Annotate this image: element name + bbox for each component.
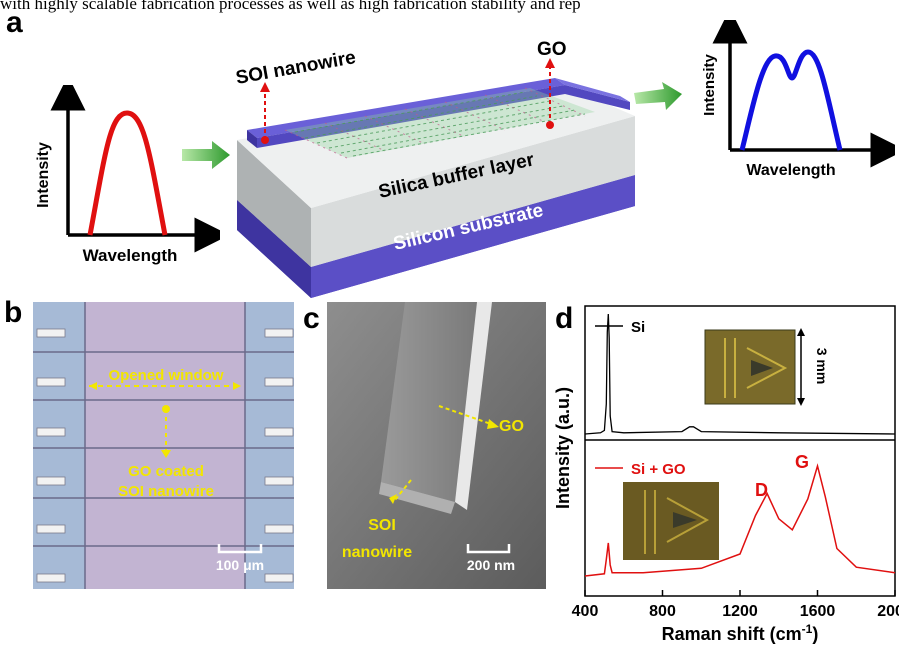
input-x-label: Wavelength <box>83 246 178 265</box>
scale-bar-c <box>466 544 511 554</box>
input-y-label: Intensity <box>35 142 52 208</box>
raman-y-label: Intensity (a.u.) <box>555 387 573 509</box>
output-spectrum-curve <box>739 49 843 151</box>
input-spectrum-plot: Intensity Wavelength <box>35 85 220 265</box>
buffer-side <box>237 140 311 267</box>
raman-x-ticks: 400 800 1200 1600 2000 <box>572 590 899 620</box>
go-film <box>284 87 595 159</box>
soi-label-c-1: SOI <box>368 517 396 534</box>
opened-window-region <box>85 302 245 589</box>
x-tick-label: 1600 <box>800 603 836 620</box>
legend-sigo-label: Si + GO <box>631 461 686 478</box>
panel-b-micrograph: Opened window GO coated SOI nanowire 100… <box>33 302 294 589</box>
input-arrow-icon <box>182 141 230 169</box>
peak-g-label: G <box>795 452 809 472</box>
scale-label-b: 100 μm <box>216 557 264 573</box>
grating-couplers <box>36 328 294 583</box>
go-label-c: GO <box>499 418 524 435</box>
output-y-label: Intensity <box>701 54 718 116</box>
series-sigo-line <box>584 463 896 577</box>
soi-nanowire-label: SOI nanowire <box>234 47 357 89</box>
nanowire-ridge <box>381 302 477 502</box>
panel-c-sem-image: GO SOI nanowire 200 nm <box>327 302 546 589</box>
caption-fragment: with highly scalable fabrication process… <box>0 0 581 13</box>
x-tick-label: 2000 <box>877 603 899 620</box>
scale-label-c: 200 nm <box>467 557 515 573</box>
panel-c-label: c <box>303 302 320 335</box>
peak-d-label: D <box>755 480 768 500</box>
output-arrow-icon <box>634 82 682 110</box>
go-coated-label-2: SOI nanowire <box>118 483 214 500</box>
output-x-label: Wavelength <box>746 162 835 179</box>
scale-bar-b <box>217 544 263 554</box>
x-tick-label: 1200 <box>722 603 758 620</box>
x-tick-label: 400 <box>572 603 599 620</box>
output-spectrum-plot: Intensity Wavelength <box>701 20 895 179</box>
inset-chip-photo-top <box>704 329 796 405</box>
buffer-front <box>311 116 635 267</box>
soi-waveguide <box>247 78 565 138</box>
inset-scale-label: 3 mm <box>814 348 830 385</box>
buffer-top <box>237 82 635 208</box>
raman-x-label: Raman shift (cm-1) <box>662 622 819 644</box>
device-schematic: SOI nanowire GO Silica buffer layer Sili… <box>234 39 635 298</box>
inset-chip-photo-bottom <box>623 482 719 560</box>
go-label: GO <box>537 39 567 60</box>
input-spectrum-curve <box>87 110 168 236</box>
soi-label-c-2: nanowire <box>342 544 412 561</box>
series-si-line <box>584 313 896 435</box>
raman-chart: Intensity (a.u.) 400 800 1200 1600 2000 Rama… <box>555 305 899 644</box>
panel-d-label: d <box>555 302 574 335</box>
panel-a-label: a <box>6 6 23 39</box>
opened-window-label: Opened window <box>109 367 224 384</box>
x-tick-label: 800 <box>649 603 676 620</box>
go-coated-label-1: GO coated <box>128 463 204 480</box>
panel-b-label: b <box>4 296 23 329</box>
legend-si-label: Si <box>631 319 645 336</box>
